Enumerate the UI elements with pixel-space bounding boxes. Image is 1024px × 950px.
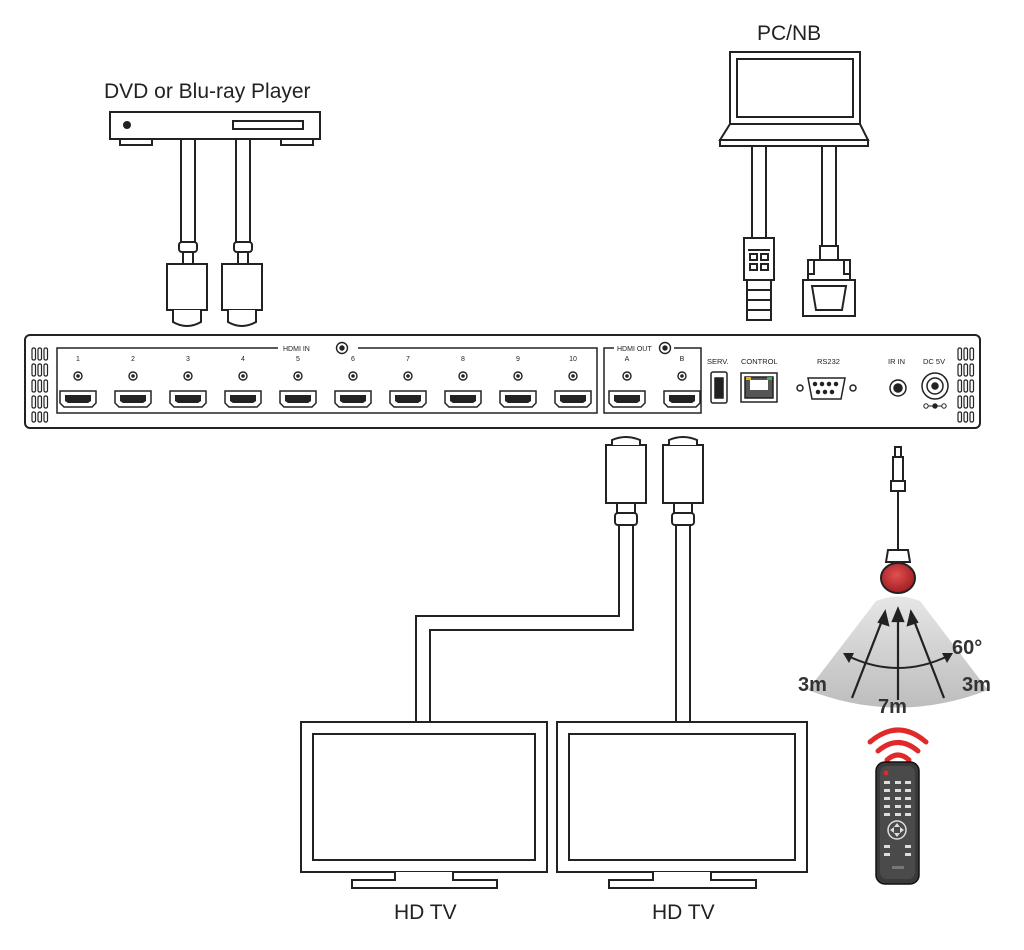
- output-cables: [415, 436, 704, 723]
- ir-signal-icon: [867, 727, 929, 763]
- db9-port-icon: [796, 377, 857, 400]
- hdmi-plug-in-1: [166, 263, 208, 327]
- dc-jack-icon: [921, 372, 949, 400]
- usb-port-icon: [710, 371, 728, 404]
- laptop-icon: [718, 51, 870, 147]
- hdmi-in-port-1-label: 1: [76, 356, 80, 363]
- hdmi-out-port-a-label: A: [625, 356, 630, 363]
- player-cables: [178, 138, 253, 265]
- remote-control-icon: [875, 761, 920, 885]
- ir-in-label: IR IN: [888, 357, 905, 366]
- hdmi-in-port-2: 2: [114, 356, 152, 408]
- polarity-icon: [923, 403, 947, 409]
- hdmi-in-port-7: 7: [389, 356, 427, 408]
- ir-jack-icon: [889, 379, 907, 397]
- hdmi-plug-out-a: [605, 444, 647, 504]
- hdmi-in-port-3: 3: [169, 356, 207, 408]
- control-label: CONTROL: [741, 357, 778, 366]
- ir-extender-cable: [890, 446, 906, 550]
- pc-cables: [751, 145, 837, 247]
- hdmi-in-label: HDMI IN: [283, 346, 310, 353]
- serv-label: SERV.: [707, 357, 729, 366]
- hdmi-in-port-8: 8: [444, 356, 482, 408]
- hdmi-in-port-7-label: 7: [406, 356, 410, 363]
- vent-left: [31, 347, 49, 423]
- hdmi-in-port-6-label: 6: [351, 356, 355, 363]
- hdmi-out-port-a: A: [608, 356, 646, 408]
- ir-range-left: 3m: [798, 674, 827, 696]
- hdmi-in-port-10-label: 10: [569, 356, 577, 363]
- hdmi-in-port-2-label: 2: [131, 356, 135, 363]
- tv-b-icon: [556, 721, 808, 889]
- hdmi-in-port-9-label: 9: [516, 356, 520, 363]
- hdmi-plug-in-2: [221, 263, 263, 327]
- hdmi-in-port-5: 5: [279, 356, 317, 408]
- ir-receiver-icon: [880, 549, 916, 594]
- ir-coverage-zone: [808, 596, 988, 708]
- hdmi-in-port-1: 1: [59, 356, 97, 408]
- hdmi-in-port-5-label: 5: [296, 356, 300, 363]
- hdmi-in-port-4: 4: [224, 356, 262, 408]
- dvd-player-icon: [109, 111, 321, 146]
- ir-range-right: 3m: [962, 674, 991, 696]
- rs232-label: RS232: [817, 357, 840, 366]
- ground-screw-icon: [658, 341, 672, 355]
- vent-right: [957, 347, 975, 423]
- hdmi-in-port-10: 10: [554, 356, 592, 408]
- pc-label: PC/NB: [757, 22, 821, 45]
- tv-b-label: HD TV: [652, 901, 715, 924]
- hdmi-out-label: HDMI OUT: [617, 346, 652, 353]
- hdmi-in-port-9: 9: [499, 356, 537, 408]
- hdmi-out-port-b: B: [663, 356, 701, 408]
- rj45-plug-icon: [743, 237, 775, 321]
- tv-a-icon: [300, 721, 548, 889]
- db9-plug-icon: [802, 245, 856, 317]
- dc-label: DC 5V: [923, 357, 945, 366]
- hdmi-in-port-3-label: 3: [186, 356, 190, 363]
- hdmi-in-port-8-label: 8: [461, 356, 465, 363]
- hdmi-in-port-6: 6: [334, 356, 372, 408]
- tv-a-label: HD TV: [394, 901, 457, 924]
- hdmi-plug-out-b: [662, 444, 704, 504]
- hdmi-in-port-4-label: 4: [241, 356, 245, 363]
- ir-angle-label: 60°: [952, 637, 982, 659]
- player-label: DVD or Blu-ray Player: [104, 80, 311, 103]
- hdmi-out-port-b-label: B: [680, 356, 685, 363]
- hdmi-in-ports: 1 2 3 4 5 6 7 8 9 10: [59, 356, 592, 408]
- ground-screw-icon: [335, 341, 349, 355]
- rj45-port-icon: [740, 372, 778, 403]
- ir-range-center: 7m: [878, 696, 907, 718]
